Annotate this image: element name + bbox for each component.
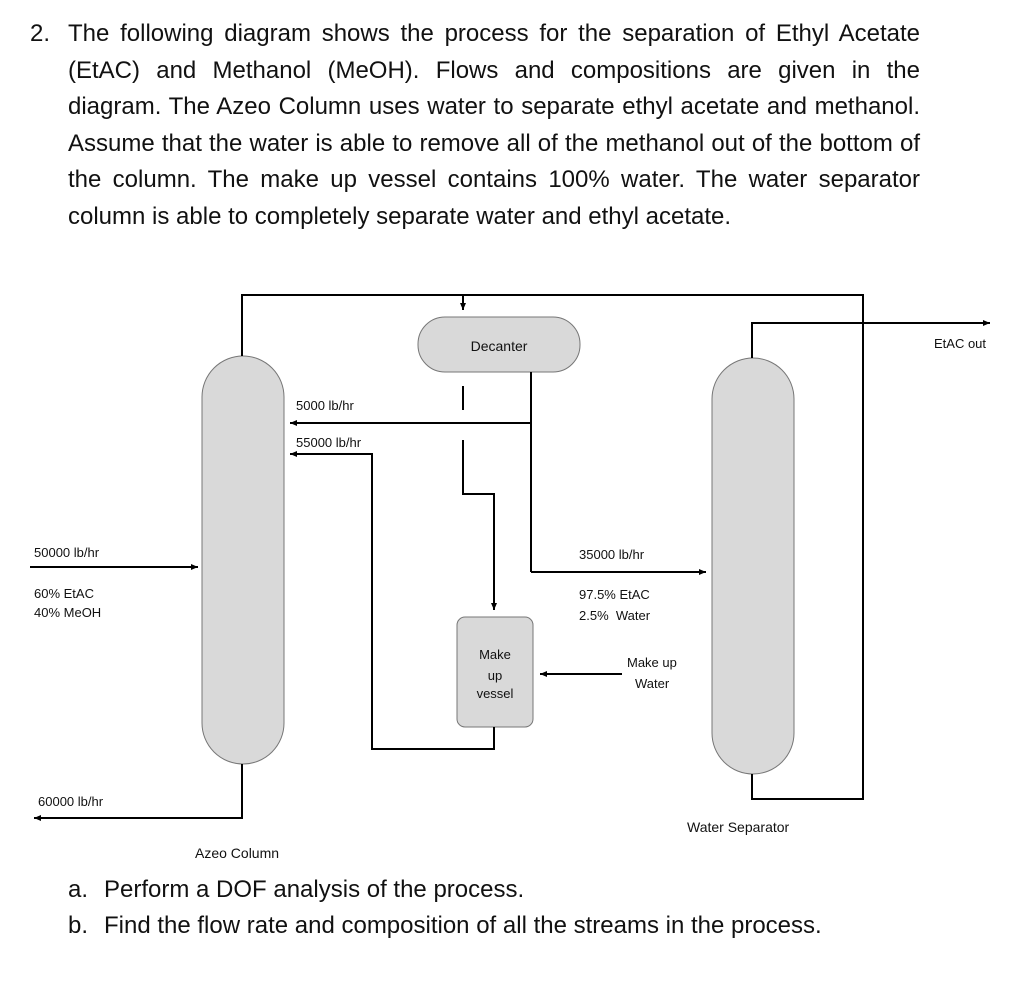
question-b: b.Find the flow rate and composition of … [68, 912, 822, 939]
decanter-vessel [417, 316, 581, 373]
water-separator-label: Water Separator [687, 819, 790, 835]
decanter-to-makeup-line [462, 440, 497, 610]
feed-comp-etac: 60% EtAC [34, 586, 94, 601]
decanter-out-comp-etac: 97.5% EtAC [579, 587, 650, 602]
water-separator-vessel [711, 357, 795, 775]
reflux-55000-line [290, 451, 495, 750]
feed-flow-label: 50000 lb/hr [34, 545, 100, 560]
makeup-vessel-label-2: up [488, 668, 502, 683]
separator-bottom-line [751, 316, 864, 800]
etac-out-line [751, 320, 990, 358]
bottoms-line [34, 764, 243, 821]
separator-recycle-line [460, 294, 864, 316]
questions: a.Perform a DOF analysis of the process.… [68, 872, 822, 944]
etac-out-label: EtAC out [934, 336, 986, 351]
decanter-out-comp-water: 2.5% Water [579, 608, 651, 623]
reflux-55000-label: 55000 lb/hr [296, 435, 362, 450]
decanter-label: Decanter [471, 338, 528, 354]
problem-text: The following diagram shows the process … [68, 20, 920, 230]
decanter-out-flow-label: 35000 lb/hr [579, 547, 645, 562]
reflux-5000-label: 5000 lb/hr [296, 398, 354, 413]
makeup-water-label-2: Water [635, 676, 670, 691]
makeup-vessel-label-3: vessel [477, 686, 514, 701]
bottoms-flow-label: 60000 lb/hr [38, 794, 104, 809]
makeup-vessel-label-1: Make [479, 647, 511, 662]
problem-number: 2. [30, 20, 51, 47]
makeup-water-label-1: Make up [627, 655, 677, 670]
azeo-overhead-line [241, 294, 463, 356]
azeo-column-label: Azeo Column [195, 845, 279, 861]
question-a: a.Perform a DOF analysis of the process. [68, 876, 525, 903]
azeo-column-vessel [201, 355, 285, 765]
feed-comp-meoh: 40% MeOH [34, 605, 101, 620]
